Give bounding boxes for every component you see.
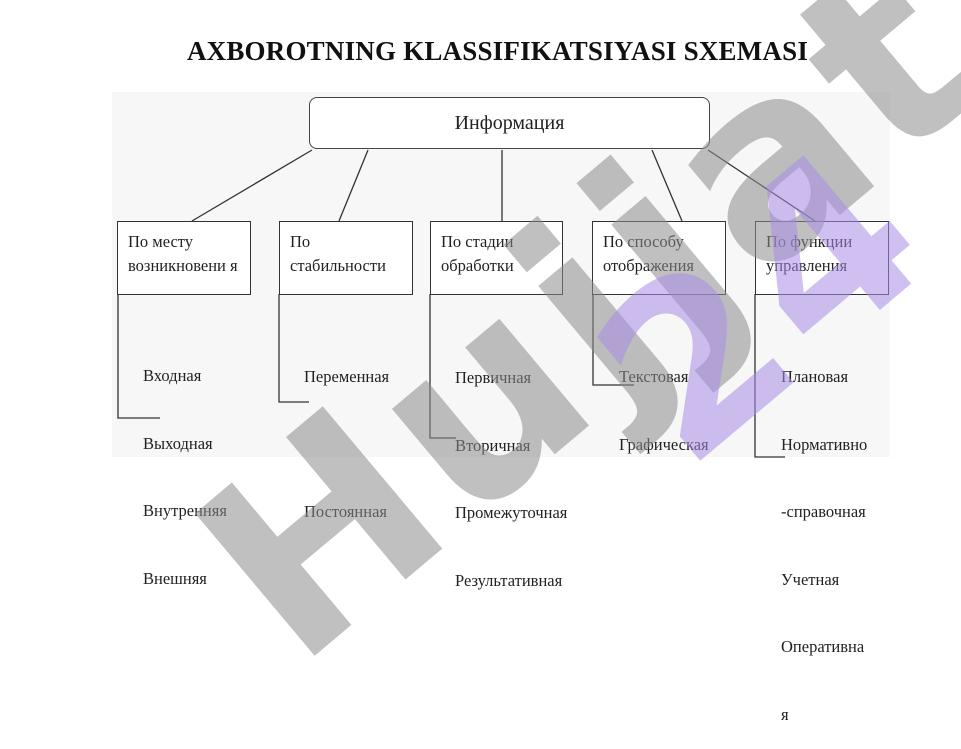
item: Первичная	[455, 368, 532, 387]
item: Постоянная	[304, 502, 387, 521]
item: Плановая	[781, 367, 849, 386]
connector-1	[191, 149, 313, 222]
item: Внешняя	[143, 568, 207, 588]
category-processing-stage: По стадии обработки	[430, 221, 563, 295]
category-origin: По месту возникновени я	[117, 221, 251, 295]
category-display-method: По способу отображения	[592, 221, 726, 295]
item: -справочная	[781, 502, 866, 521]
bracket-2	[278, 294, 309, 403]
items-display-method: Текстовая Графическая	[619, 321, 709, 479]
item: Вторичная	[455, 435, 531, 455]
item: Оперативна	[781, 637, 865, 656]
connector-5	[707, 149, 816, 222]
items-origin: Входная Выходная Внутренняя Внешняя	[143, 320, 227, 613]
connector-lines	[117, 149, 816, 458]
category-stability: По стабильности	[279, 221, 413, 295]
bracket-5	[754, 294, 785, 458]
bracket-3	[429, 294, 456, 439]
connector-2	[338, 149, 369, 222]
item: Текстовая	[619, 367, 689, 386]
item: Нормативно	[781, 434, 868, 454]
item: Графическая	[619, 434, 709, 454]
item: Промежуточная	[455, 503, 568, 522]
item: я	[781, 704, 789, 724]
items-management-function: Плановая Нормативно -справочная Учетная …	[781, 321, 867, 749]
connector-4	[651, 149, 683, 222]
page-title: AXBOROTNING KLASSIFIKATSIYASI SXEMASI	[186, 36, 809, 66]
item: Внутренняя	[143, 501, 227, 520]
item: Переменная	[304, 367, 390, 386]
item: Результативная	[455, 570, 563, 590]
item: Учетная	[781, 569, 840, 589]
bracket-4	[592, 294, 634, 386]
category-management-function: По функции управления	[755, 221, 889, 295]
root-node-information: Информация	[309, 97, 710, 149]
items-stability: Переменная Постоянная	[304, 321, 389, 546]
item: Выходная	[143, 433, 213, 453]
item-spacer	[304, 434, 389, 457]
item: Входная	[143, 366, 202, 385]
bracket-1	[117, 294, 160, 419]
items-processing-stage: Первичная Вторичная Промежуточная Резуль…	[455, 322, 567, 615]
